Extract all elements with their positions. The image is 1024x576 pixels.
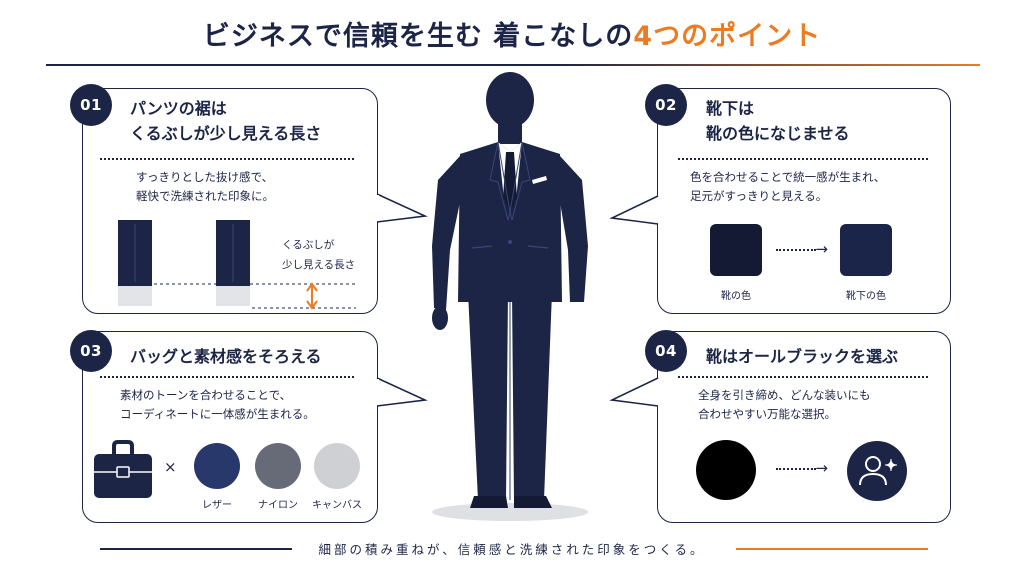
point-01-heading-line1: パンツの裾は (130, 99, 227, 118)
point-02-desc-line2: 足元がすっきりと見える。 (690, 189, 828, 203)
ankle-label-line2: 少し見える長さ (282, 259, 356, 271)
point-03-heading: バッグと素材感をそろえる (130, 347, 322, 366)
nylon-material-swatch (255, 443, 301, 489)
point-04-desc-line1: 全身を引き締め、どんな装いにも (698, 388, 871, 402)
point-03-desc-line2: コーディネートに一体感が生まれる。 (120, 407, 315, 421)
point-04-heading: 靴はオールブラックを選ぶ (706, 347, 899, 366)
point-badge-04: 04 (645, 330, 687, 372)
point-02-divider (678, 158, 928, 160)
footer-message: 細部の積み重ねが、信頼感と洗練された印象をつくる。 (318, 542, 706, 557)
card-03-pointer (376, 377, 428, 407)
point-01-desc-line1: すっきりとした抜け感で、 (136, 170, 274, 184)
card-04-pointer (609, 377, 659, 407)
card-02-pointer (609, 195, 659, 225)
black-shoe-swatch (696, 440, 756, 500)
point-03-desc-line1: 素材のトーンを合わせることで、 (120, 388, 292, 402)
point-04-desc-line2: 合わせやすい万能な選択。 (698, 407, 836, 421)
footer-rule-left (100, 548, 292, 550)
shoe-color-label: 靴の色 (721, 291, 751, 302)
canvas-label: キャンバス (312, 500, 362, 511)
ankle-label-line1: くるぶしが (282, 239, 335, 251)
times-icon: × (164, 458, 177, 476)
title-accent: 4つのポイント (633, 21, 822, 52)
color-match-arrow: → (776, 240, 828, 258)
nylon-label: ナイロン (258, 500, 298, 511)
point-card-02 (657, 88, 951, 314)
point-03-divider (100, 376, 354, 378)
point-02-heading-line2: 靴の色になじませる (706, 124, 850, 143)
trouser-right-shoe (216, 284, 250, 306)
leather-label: レザー (202, 500, 232, 511)
point-02-heading-line1: 靴下は (706, 99, 755, 118)
point-badge-01: 01 (70, 84, 112, 126)
point-01-divider (100, 158, 354, 160)
card-01-pointer (376, 193, 428, 223)
point-01-desc-line2: 軽快で洗練された印象に。 (136, 189, 274, 203)
title-underline (46, 64, 980, 66)
shoe-color-swatch (710, 224, 762, 276)
point-01-heading-line2: くるぶしが少し見える長さ (130, 124, 322, 143)
point-badge-02: 02 (645, 84, 687, 126)
footer-rule-right (736, 548, 928, 550)
arrow-icon: → (815, 459, 828, 477)
canvas-material-swatch (314, 443, 360, 489)
figure-shadow (432, 503, 588, 521)
point-badge-03: 03 (70, 330, 112, 372)
leather-material-swatch (194, 443, 240, 489)
trouser-hem-illustration (118, 220, 356, 310)
person-sparkle-icon (847, 441, 907, 501)
arrow-icon: → (815, 240, 828, 258)
sock-color-label: 靴下の色 (846, 291, 886, 302)
page-title: ビジネスで信頼を生む 着こなしの4つのポイント (0, 14, 1024, 53)
trouser-left-shoe (118, 284, 152, 306)
point-02-desc-line1: 色を合わせることで統一感が生まれ、 (690, 170, 886, 184)
black-shoe-arrow: → (776, 459, 828, 477)
point-04-divider (678, 376, 928, 378)
briefcase-icon (94, 440, 152, 498)
businessman-silhouette (432, 72, 588, 521)
sock-color-swatch (840, 224, 892, 276)
title-main: ビジネスで信頼を生む 着こなしの (202, 21, 634, 52)
